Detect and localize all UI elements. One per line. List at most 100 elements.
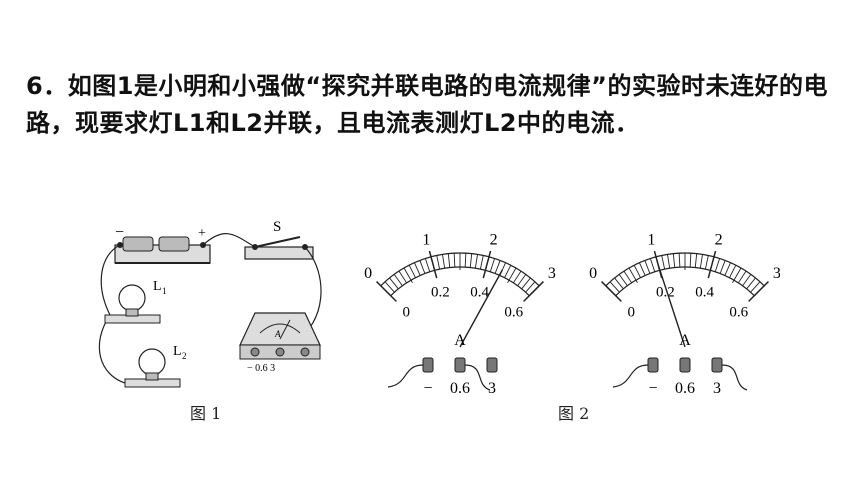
problem-text: ．如图1是小明和小强做“探究并联电路的电流规律”的实验时未连好的电路，现要求灯L…: [26, 72, 828, 137]
dial-terminal-label: 0.6: [675, 380, 695, 395]
dial-terminal: [647, 357, 659, 373]
dial-tick: [384, 281, 395, 293]
dial-tick: [724, 262, 731, 276]
figure1-caption: 图 1: [190, 404, 222, 423]
dial-tick: [694, 253, 698, 268]
lamp-2: L 2: [124, 344, 187, 388]
lamp2-subscript: 2: [182, 351, 187, 361]
dial-bottom-scale-label: 0.2: [656, 285, 675, 301]
dial-tick: [729, 265, 737, 278]
dial-bottom-scale-label: 0.6: [504, 304, 523, 320]
dial-tick: [403, 267, 413, 283]
dial-bottom-scale-label: 0.4: [470, 285, 489, 301]
dial-tick: [376, 281, 397, 302]
dial-tick: [661, 255, 666, 270]
dial-tick: [523, 281, 544, 302]
battery: − +: [114, 224, 211, 264]
dial-needle: [459, 269, 503, 348]
dial-tick: [512, 270, 522, 284]
dial-top-scale-label: 0: [589, 265, 597, 282]
dial-top-scale-label: 3: [548, 265, 556, 282]
dial-tick: [436, 255, 441, 270]
dial-terminal-label: −: [423, 380, 432, 395]
dial-top-scale-label: 3: [773, 265, 780, 282]
lamp1-label: L: [153, 279, 162, 294]
lamp1-subscript: 1: [162, 286, 167, 296]
dial-tick: [737, 270, 747, 284]
problem-number: 6: [26, 72, 44, 100]
dial-tick: [504, 265, 512, 278]
dial-terminal: [486, 357, 498, 373]
dial-tick: [525, 281, 536, 293]
dial-tick: [748, 281, 769, 302]
switch-label: S: [273, 219, 281, 235]
dial-tick: [672, 253, 676, 268]
dial-wire: [464, 364, 491, 391]
dial-bottom-scale-label: 0.4: [695, 285, 714, 301]
dial-tick: [750, 281, 761, 293]
ammeter-dials-figure: 012300.20.40.6A−0.63甲012300.20.40.6A−0.6…: [364, 231, 780, 395]
dial-tick: [419, 260, 426, 274]
dial-tick: [689, 253, 692, 268]
dial-terminal: [422, 357, 434, 373]
dial-tick: [479, 255, 484, 270]
ammeter-symbol: A: [274, 329, 281, 339]
dial-tick: [464, 253, 467, 268]
dial-tick: [494, 260, 501, 274]
dial-top-scale-label: 0: [364, 265, 372, 282]
ammeter-terminal-labels: − 0.6 3: [247, 363, 275, 374]
dial-tick: [609, 281, 620, 293]
dial-tick: [469, 253, 473, 268]
dial-tick: [699, 254, 703, 269]
dial-tick: [428, 250, 438, 279]
dial-tick: [746, 277, 756, 290]
dial-tick: [482, 250, 492, 279]
dial-needle: [657, 264, 686, 348]
dial-unit-label: A: [679, 332, 691, 349]
dial-tick: [442, 254, 446, 269]
dial-top-scale-label: 1: [422, 231, 430, 248]
dial-tick: [453, 253, 456, 268]
dial-tick: [424, 258, 431, 272]
dial-tick: [628, 267, 638, 283]
dial-bottom-scale-label: 0: [628, 304, 636, 320]
dial-tick: [521, 277, 531, 290]
battery-minus-label: −: [115, 224, 124, 241]
dial-bottom-scale-label: 0.2: [431, 285, 450, 301]
dial-tick: [707, 250, 717, 279]
dial-tick: [618, 274, 628, 286]
dial-tick: [633, 265, 641, 278]
dial-terminal: [679, 357, 691, 373]
dial-tick: [678, 253, 681, 268]
battery-plus-label: +: [198, 226, 206, 241]
dial-tick: [732, 267, 742, 283]
circuit-figure: − + S L 1 L 2 A − 0.6 3: [98, 219, 322, 388]
dial-unit-label: A: [454, 332, 466, 349]
dial-tick: [474, 254, 478, 269]
dial-terminal-label: −: [648, 380, 657, 395]
dial-terminal: [711, 357, 723, 373]
dial-tick: [517, 274, 527, 286]
dial-terminal-label: 0.6: [450, 380, 470, 395]
dial-tick: [601, 281, 622, 302]
dial-tick: [389, 277, 399, 290]
dial-tick: [414, 262, 421, 276]
dial-wire: [721, 364, 748, 391]
figure2-caption: 图 2: [558, 404, 590, 423]
dial-top-scale-label: 2: [715, 231, 723, 248]
dial-bottom-scale-label: 0: [403, 304, 411, 320]
dial-wire: [387, 364, 424, 388]
problem-statement: 6．如图1是小明和小强做“探究并联电路的电流规律”的实验时未连好的电路，现要求灯…: [26, 68, 846, 142]
dial-tick: [614, 277, 624, 290]
switch: S: [244, 219, 314, 260]
dial-tick: [393, 274, 403, 286]
dial-tick: [704, 255, 709, 270]
dial-tick: [408, 265, 416, 278]
dial-tick: [667, 254, 671, 269]
lamp2-label: L: [173, 344, 182, 359]
dial-tick: [644, 260, 651, 274]
dial-wire: [612, 364, 649, 388]
dial-tick: [742, 274, 752, 286]
